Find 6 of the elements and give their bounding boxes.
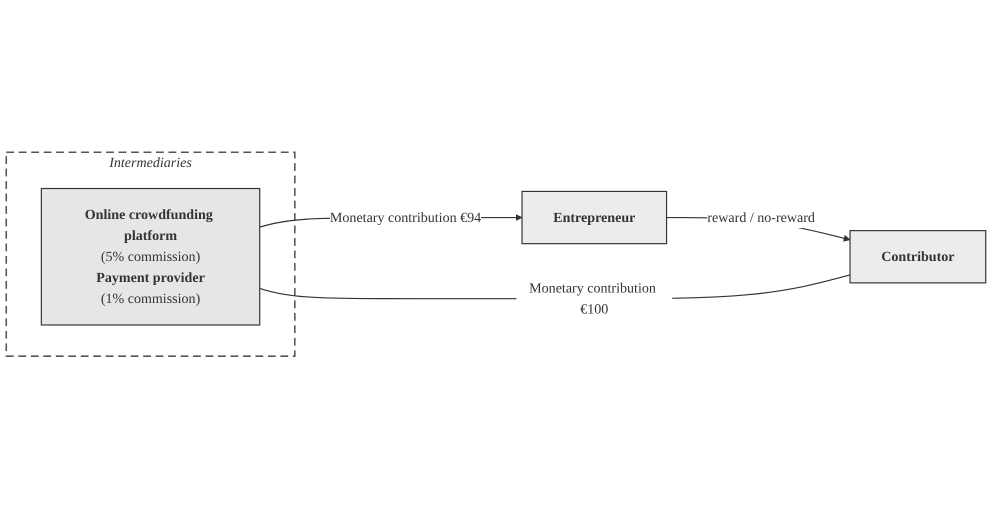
edge-label: reward / no-reward xyxy=(707,209,815,225)
edge-label: Monetary contribution €100 xyxy=(529,280,656,316)
node-box: Entrepreneur xyxy=(521,190,668,244)
node-box: Online crowdfunding platform (5% commission) Payment provider (1% commission) xyxy=(40,188,260,326)
edge-label: Monetary contribution €94 xyxy=(330,209,482,225)
node-box: Contributor xyxy=(849,230,986,284)
